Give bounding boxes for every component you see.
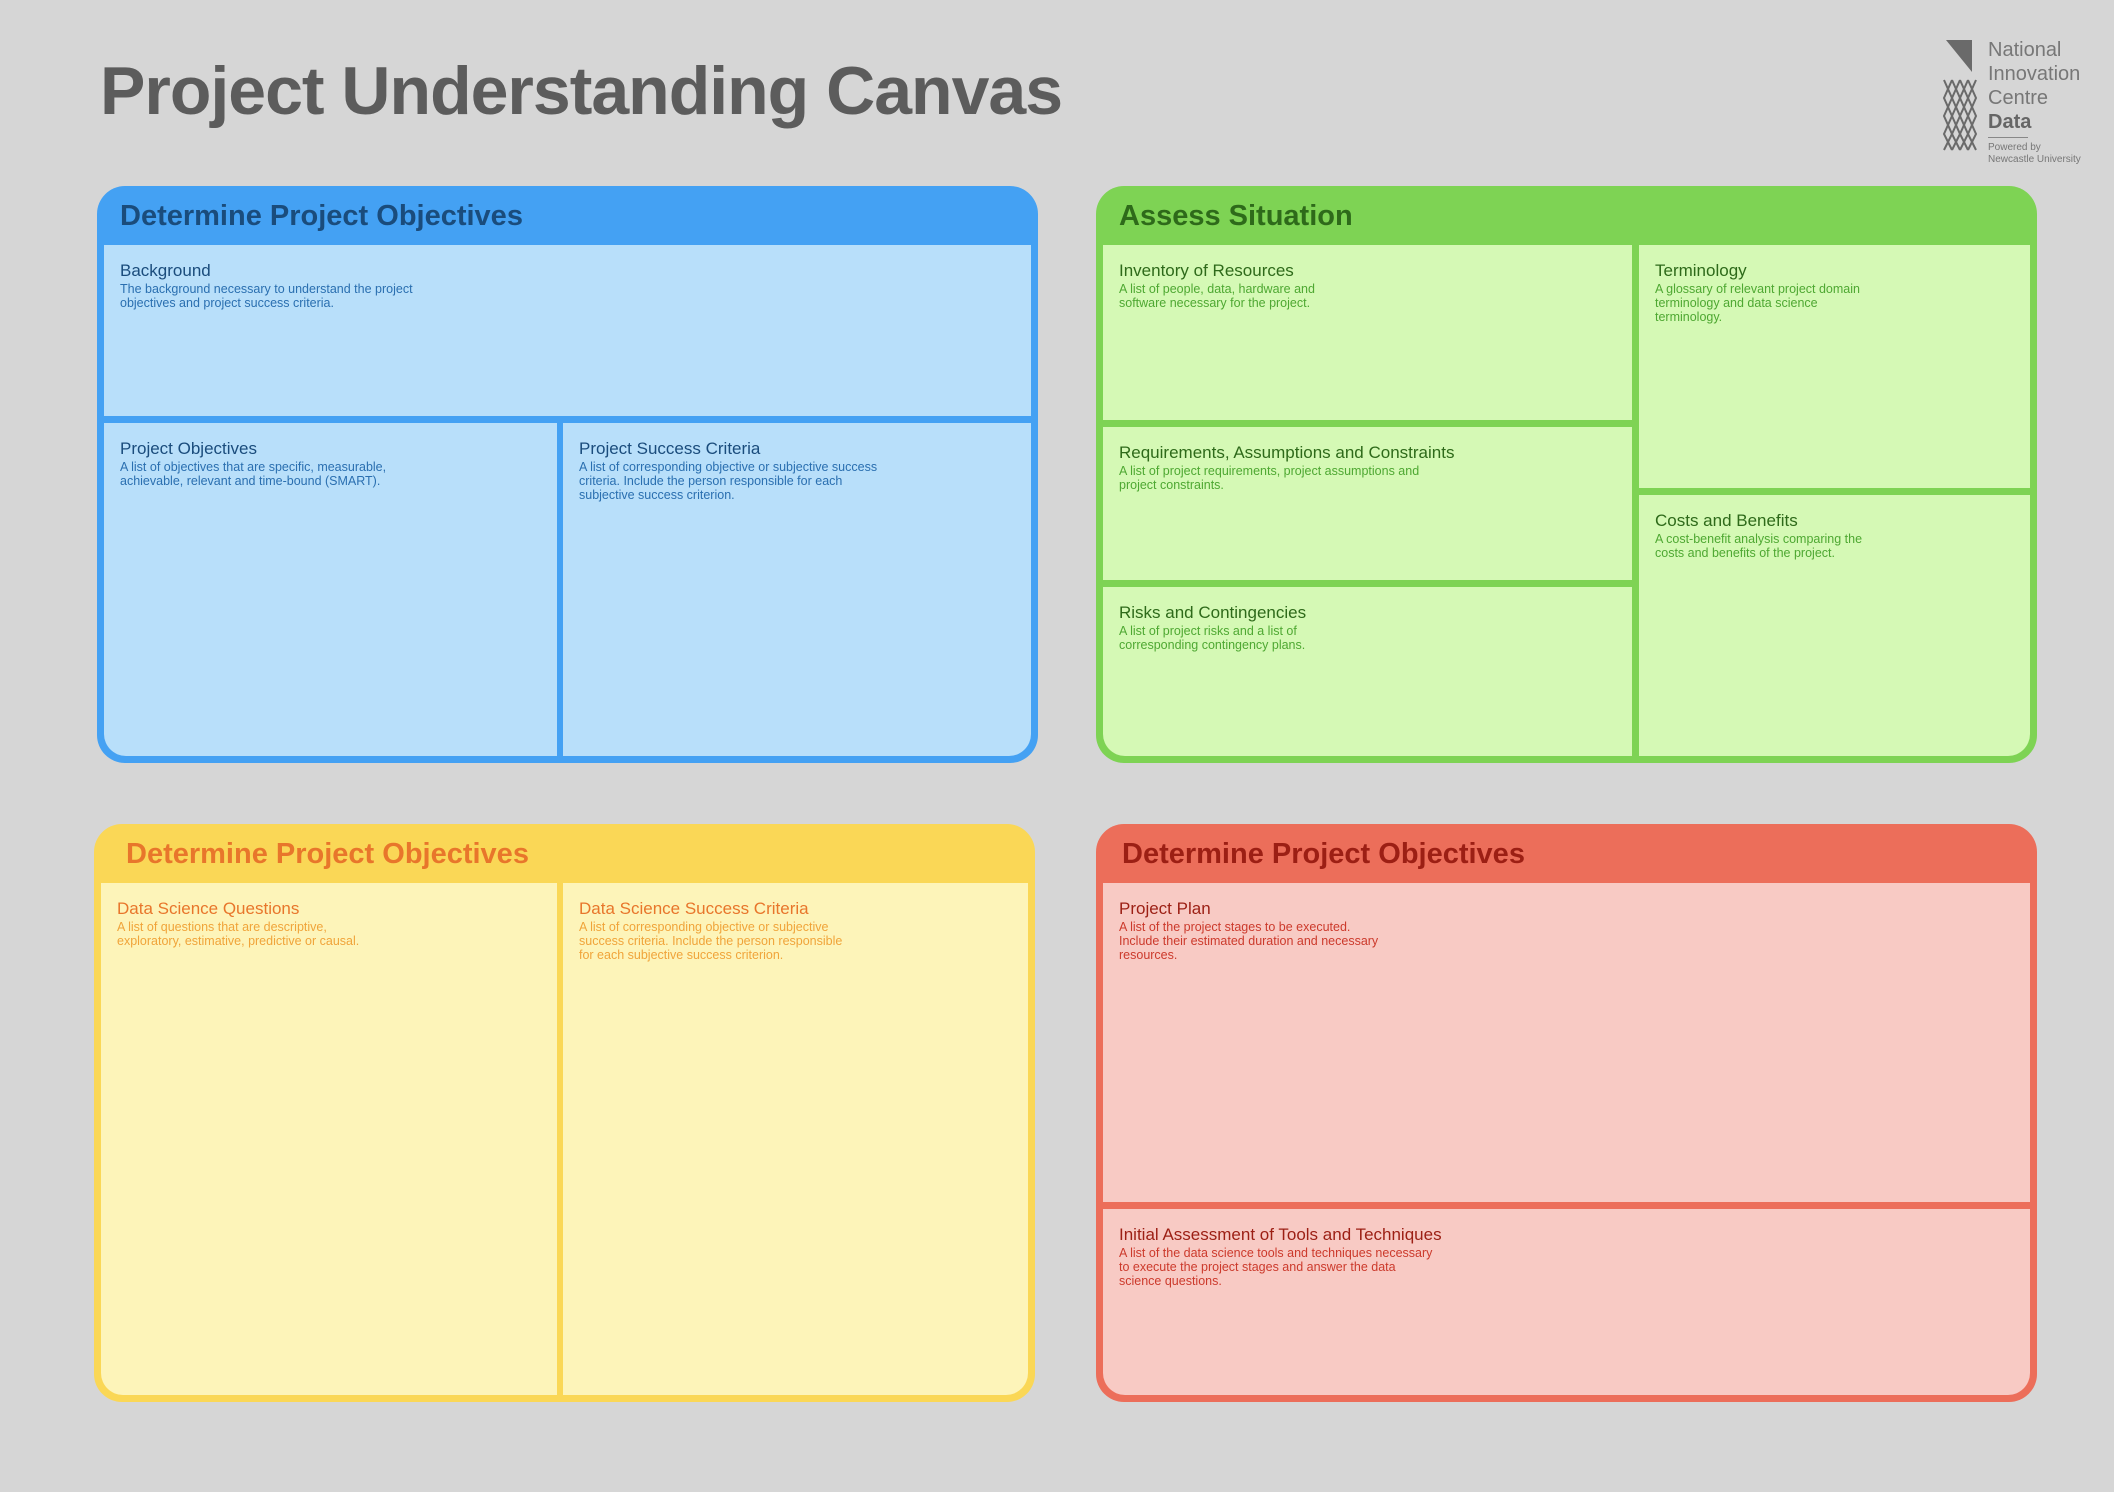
panel-header: Assess Situation: [1096, 186, 2037, 245]
panel-header: Determine Project Objectives: [97, 186, 1038, 245]
cell-description: A list of objectives that are specific, …: [120, 460, 387, 488]
cell-project-plan[interactable]: Project Plan A list of the project stage…: [1103, 883, 2030, 1202]
logo-text: National Innovation Centre Data Powered …: [1988, 38, 2081, 166]
cell-terminology[interactable]: Terminology A glossary of relevant proje…: [1639, 245, 2030, 488]
cell-costs-and-benefits[interactable]: Costs and Benefits A cost-benefit analys…: [1639, 495, 2030, 756]
cell-description: A list of the data science tools and tec…: [1119, 1246, 1433, 1288]
cell-title: Costs and Benefits: [1655, 511, 1798, 530]
logo: National Innovation Centre Data Powered …: [1940, 38, 2090, 165]
logo-powered-org: Newcastle University: [1988, 154, 2081, 165]
logo-data-word: Data: [1988, 111, 2032, 133]
panel-title: Determine Project Objectives: [126, 838, 529, 870]
panel-title: Determine Project Objectives: [120, 200, 523, 232]
cell-title: Background: [120, 261, 211, 280]
cell-description: A list of project requirements, project …: [1119, 464, 1420, 492]
cell-title: Project Plan: [1119, 899, 1211, 918]
cell-tools-and-techniques[interactable]: Initial Assessment of Tools and Techniqu…: [1103, 1209, 2030, 1395]
panel-data-science-objectives: Determine Project Objectives Data Scienc…: [94, 824, 1035, 1402]
logo-line: Centre: [1988, 87, 2049, 109]
cell-title: Inventory of Resources: [1119, 261, 1294, 280]
logo-line: Innovation: [1988, 63, 2081, 85]
cell-project-objectives[interactable]: Project Objectives A list of objectives …: [104, 423, 557, 756]
cell-requirements[interactable]: Requirements, Assumptions and Constraint…: [1103, 427, 1632, 580]
cell-description: A list of corresponding objective or sub…: [579, 460, 878, 502]
cell-inventory-of-resources[interactable]: Inventory of Resources A list of people,…: [1103, 245, 1632, 420]
cell-data-science-success-criteria[interactable]: Data Science Success Criteria A list of …: [563, 883, 1028, 1395]
panel-header: Determine Project Objectives: [94, 824, 1035, 883]
cell-title: Data Science Success Criteria: [579, 899, 809, 918]
cell-title: Initial Assessment of Tools and Techniqu…: [1119, 1225, 1442, 1244]
panel-project-plan: Determine Project Objectives Project Pla…: [1096, 824, 2037, 1402]
cell-description: A list of corresponding objective or sub…: [579, 920, 843, 962]
cell-title: Project Objectives: [120, 439, 257, 458]
cell-description: A list of people, data, hardware and sof…: [1119, 282, 1315, 310]
panel-determine-project-objectives: Determine Project Objectives Background …: [97, 186, 1038, 763]
cell-title: Terminology: [1655, 261, 1747, 280]
cell-data-science-questions[interactable]: Data Science Questions A list of questio…: [101, 883, 557, 1395]
cell-project-success-criteria[interactable]: Project Success Criteria A list of corre…: [563, 423, 1031, 756]
cell-description: A list of questions that are descriptive…: [117, 920, 360, 948]
cell-background[interactable]: Background The background necessary to u…: [104, 245, 1031, 416]
panel-header: Determine Project Objectives: [1096, 824, 2037, 883]
cell-title: Data Science Questions: [117, 899, 300, 918]
panel-title: Determine Project Objectives: [1122, 838, 1525, 870]
cell-description: The background necessary to understand t…: [120, 282, 413, 310]
cell-risks-and-contingencies[interactable]: Risks and Contingencies A list of projec…: [1103, 587, 1632, 756]
logo-mark-icon: [1942, 40, 1978, 151]
cell-title: Project Success Criteria: [579, 439, 761, 458]
cell-title: Requirements, Assumptions and Constraint…: [1119, 443, 1455, 462]
panel-assess-situation: Assess Situation Inventory of Resources …: [1096, 186, 2037, 763]
cell-title: Risks and Contingencies: [1119, 603, 1307, 622]
logo-line: National: [1988, 39, 2062, 61]
panel-title: Assess Situation: [1119, 200, 1353, 232]
cell-description: A list of project risks and a list of co…: [1119, 624, 1306, 652]
cell-description: A glossary of relevant project domain te…: [1655, 282, 1860, 324]
cell-description: A list of the project stages to be execu…: [1119, 920, 1379, 962]
cell-description: A cost-benefit analysis comparing the co…: [1655, 532, 1863, 560]
logo-rule: [1988, 137, 2028, 138]
logo-powered: Powered by: [1988, 142, 2041, 153]
page-title: Project Understanding Canvas: [100, 53, 1063, 129]
